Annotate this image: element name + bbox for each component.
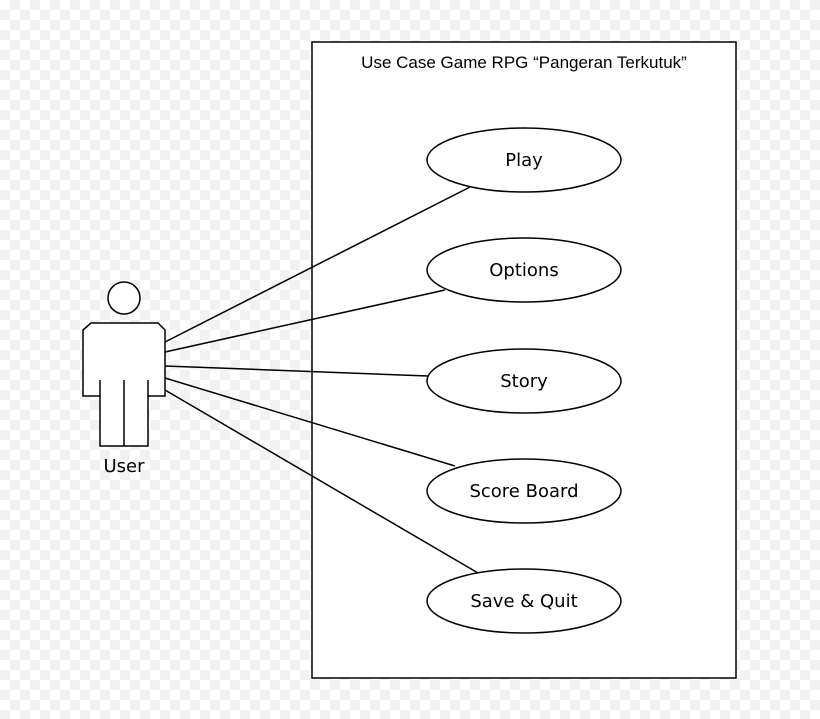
use-case-label: Score Board bbox=[469, 481, 578, 502]
use-case-story[interactable]: Story bbox=[426, 348, 622, 414]
association-options bbox=[164, 289, 446, 353]
association-score-board bbox=[164, 377, 456, 467]
association-save-quit bbox=[164, 389, 479, 574]
use-case-ellipse bbox=[426, 348, 622, 414]
use-case-play[interactable]: Play bbox=[426, 127, 622, 193]
use-case-label: Options bbox=[489, 260, 558, 281]
use-case-label: Play bbox=[505, 150, 543, 171]
use-case-score-board[interactable]: Score Board bbox=[426, 458, 622, 524]
associations bbox=[164, 185, 479, 574]
use-case-label: Story bbox=[500, 371, 548, 392]
actor-user[interactable] bbox=[82, 281, 166, 447]
use-case-save-quit[interactable]: Save & Quit bbox=[426, 568, 622, 634]
use-case-ellipse bbox=[426, 568, 622, 634]
system-title: Use Case Game RPG “Pangeran Terkutuk” bbox=[361, 53, 687, 72]
use-case-ellipse bbox=[426, 458, 622, 524]
use-case-label: Save & Quit bbox=[470, 591, 577, 612]
association-story bbox=[164, 365, 429, 377]
association-play bbox=[164, 185, 473, 343]
use-case-ellipse bbox=[426, 127, 622, 193]
actor-label: User bbox=[103, 456, 145, 477]
actor-head bbox=[107, 281, 141, 315]
use-case-options[interactable]: Options bbox=[426, 237, 622, 303]
use-case-ellipse bbox=[426, 237, 622, 303]
